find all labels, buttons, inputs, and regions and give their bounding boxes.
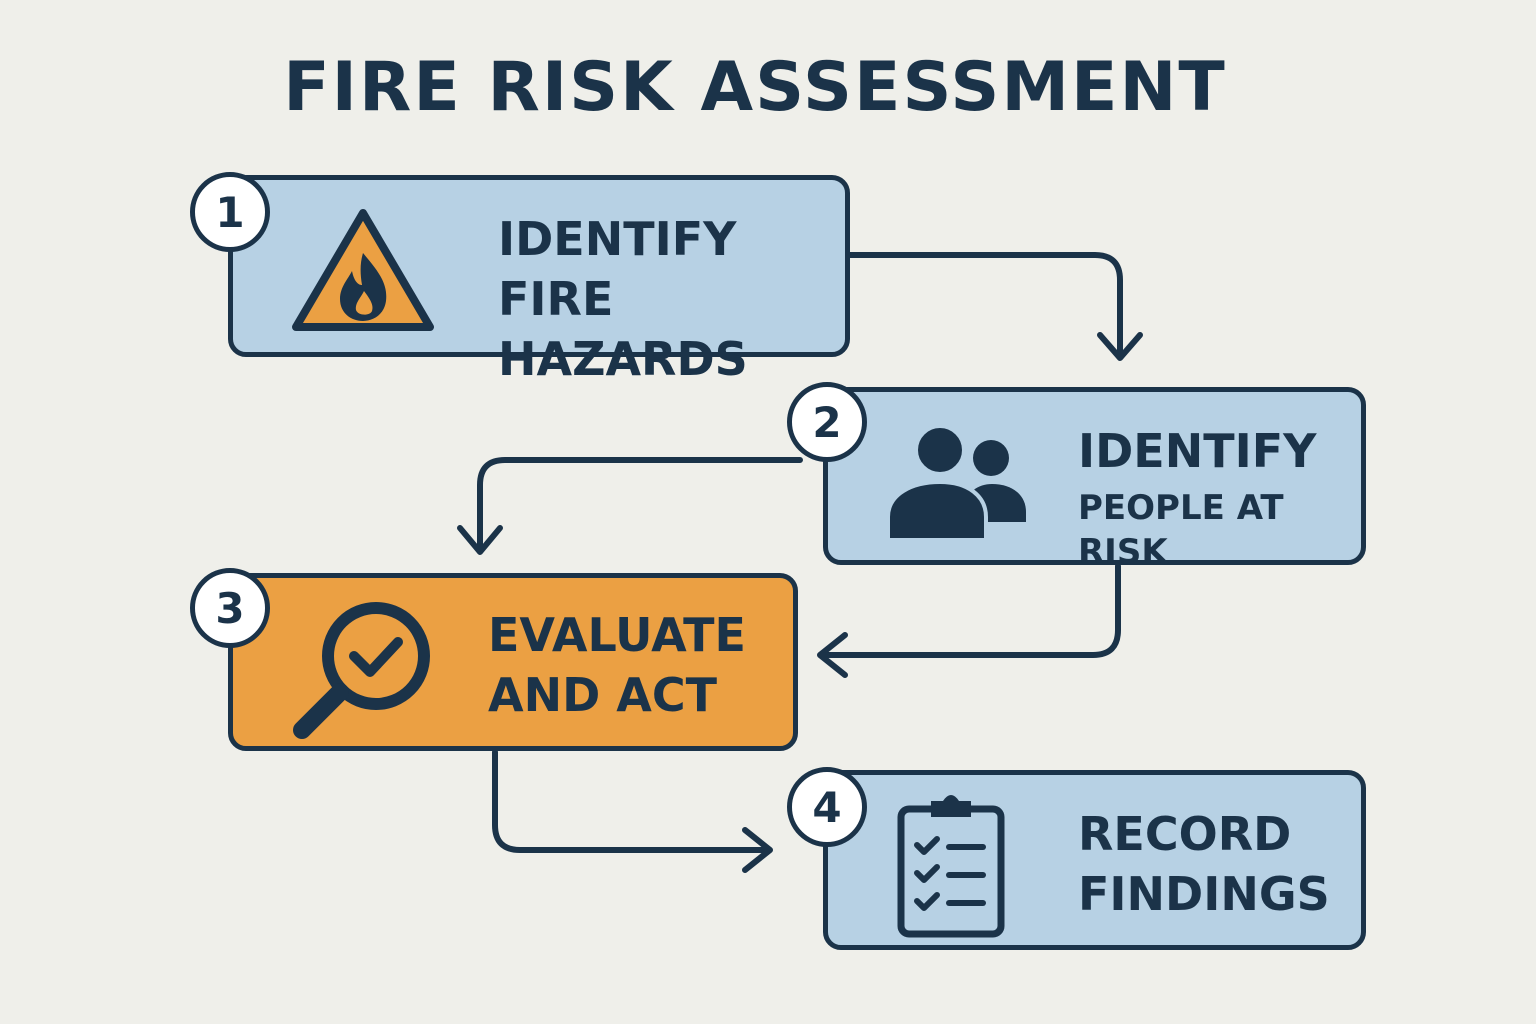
magnifier-check-icon — [293, 602, 430, 739]
step-1-label: IDENTIFY FIRE HAZARDS — [498, 210, 845, 389]
clipboard-checklist-icon — [897, 795, 1005, 938]
step-2-number: 2 — [787, 382, 867, 462]
step-4-box: RECORD FINDINGS — [823, 770, 1366, 950]
arrow-3-to-4 — [492, 749, 773, 873]
step-1-line2: FIRE HAZARDS — [498, 271, 748, 386]
fire-warning-icon — [292, 209, 434, 331]
arrow-1-to-2 — [847, 252, 1143, 361]
step-4-label: RECORD FINDINGS — [1078, 805, 1330, 925]
page-title: FIRE RISK ASSESSMENT — [283, 48, 1227, 127]
step-3-number: 3 — [190, 568, 270, 648]
step-2-label: IDENTIFY PEOPLE AT RISK — [1078, 422, 1361, 574]
step-1-box: IDENTIFY FIRE HAZARDS — [228, 175, 850, 386]
step-2-box: IDENTIFY PEOPLE AT RISK — [823, 387, 1366, 572]
step-3-line1: EVALUATE — [488, 608, 746, 662]
step-2-line1: IDENTIFY — [1078, 424, 1317, 478]
step-4-line1: RECORD — [1078, 807, 1292, 861]
step-4-number: 4 — [787, 767, 867, 847]
step-2-line2: PEOPLE AT RISK — [1078, 487, 1284, 572]
step-4-line2: FINDINGS — [1078, 866, 1330, 921]
arrow-2-to-3 — [457, 457, 803, 555]
people-icon — [886, 424, 1026, 542]
step-1-number: 1 — [190, 172, 270, 252]
step-3-label: EVALUATE AND ACT — [488, 606, 746, 726]
step-3-box: EVALUATE AND ACT — [228, 573, 798, 751]
arrow-2-to-3b — [817, 563, 1121, 678]
step-1-line1: IDENTIFY — [498, 212, 737, 266]
step-3-line2: AND ACT — [488, 667, 718, 722]
